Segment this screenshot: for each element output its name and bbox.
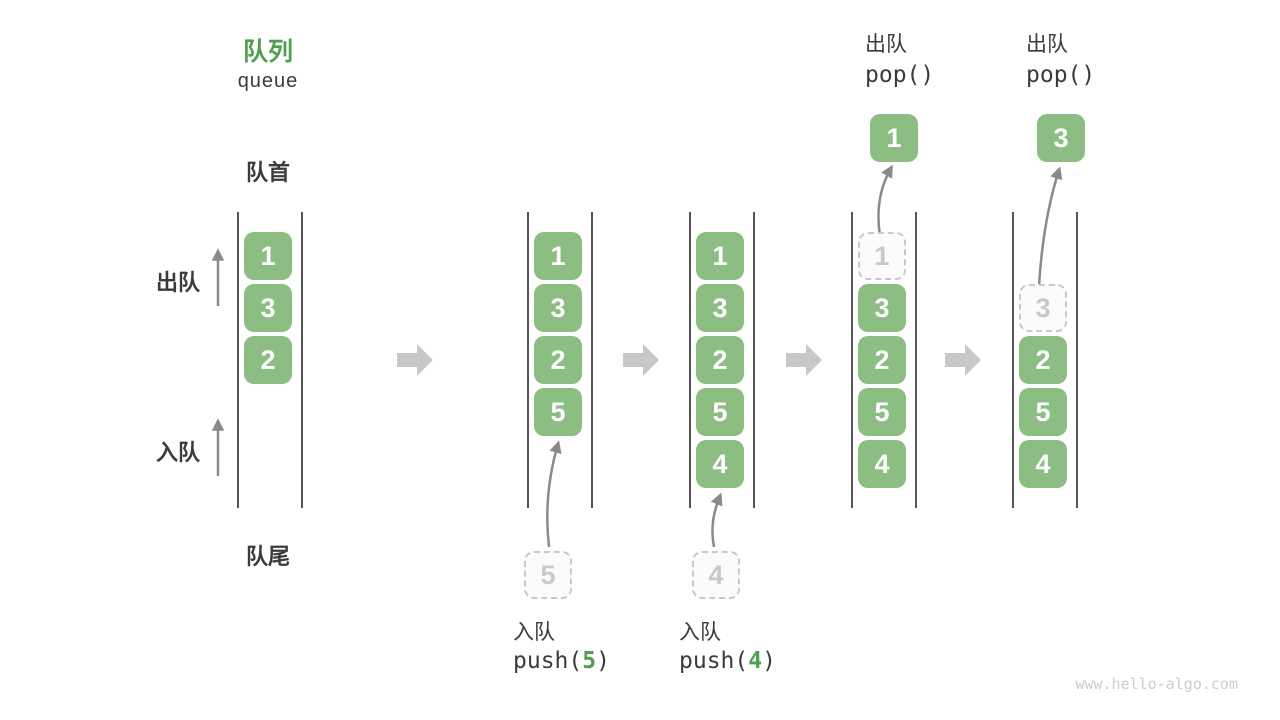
enqueue-side-label: 入队 bbox=[155, 440, 200, 465]
queue-item: 1 bbox=[534, 232, 582, 280]
dequeue-op-label: 出队 bbox=[865, 33, 907, 56]
enqueue-op-label: 入队 bbox=[513, 621, 555, 644]
queue-item: 4 bbox=[858, 440, 906, 488]
queue-item: 5 bbox=[858, 388, 906, 436]
dequeue-op-code: pop() bbox=[1026, 62, 1096, 88]
queue-channel-initial bbox=[237, 212, 303, 508]
diagram-title-en: queue bbox=[237, 70, 299, 92]
dequeue-op-code: pop() bbox=[865, 62, 935, 88]
queue-item: 2 bbox=[534, 336, 582, 384]
dequeue-side-label: 出队 bbox=[155, 270, 200, 295]
queue-item: 3 bbox=[244, 284, 292, 332]
queue-item: 3 bbox=[696, 284, 744, 332]
queue-channel-after-pop-1 bbox=[851, 212, 917, 508]
transition-arrow-4 bbox=[945, 344, 981, 376]
queue-item: 2 bbox=[858, 336, 906, 384]
watermark: www.hello-algo.com bbox=[1075, 675, 1238, 693]
enqueue-op-code: push(4) bbox=[679, 648, 776, 674]
queue-item-dashed: 1 bbox=[858, 232, 906, 280]
enqueue-op-label: 入队 bbox=[679, 621, 721, 644]
queue-item: 3 bbox=[858, 284, 906, 332]
incoming-item: 5 bbox=[524, 551, 572, 599]
queue-channel-after-push-4 bbox=[689, 212, 755, 508]
queue-item-dashed: 3 bbox=[1019, 284, 1067, 332]
queue-channel-after-pop-3 bbox=[1012, 212, 1078, 508]
queue-channel-after-push-5 bbox=[527, 212, 593, 508]
incoming-item: 4 bbox=[692, 551, 740, 599]
transition-arrow-2 bbox=[623, 344, 659, 376]
queue-item: 4 bbox=[696, 440, 744, 488]
queue-item: 5 bbox=[534, 388, 582, 436]
queue-item: 2 bbox=[244, 336, 292, 384]
queue-item: 5 bbox=[1019, 388, 1067, 436]
queue-rear-label: 队尾 bbox=[245, 544, 290, 569]
queue-item: 5 bbox=[696, 388, 744, 436]
queue-item: 2 bbox=[696, 336, 744, 384]
queue-item: 3 bbox=[534, 284, 582, 332]
queue-front-label: 队首 bbox=[245, 160, 290, 185]
queue-item: 1 bbox=[244, 232, 292, 280]
queue-item: 1 bbox=[696, 232, 744, 280]
enqueue-op-code: push(5) bbox=[513, 648, 610, 674]
diagram-title-zh: 队列 bbox=[242, 38, 293, 66]
transition-arrow-1 bbox=[397, 344, 433, 376]
popped-item: 1 bbox=[870, 114, 918, 162]
queue-item: 2 bbox=[1019, 336, 1067, 384]
dequeue-op-label: 出队 bbox=[1026, 33, 1068, 56]
transition-arrow-3 bbox=[786, 344, 822, 376]
queue-item: 4 bbox=[1019, 440, 1067, 488]
popped-item: 3 bbox=[1037, 114, 1085, 162]
